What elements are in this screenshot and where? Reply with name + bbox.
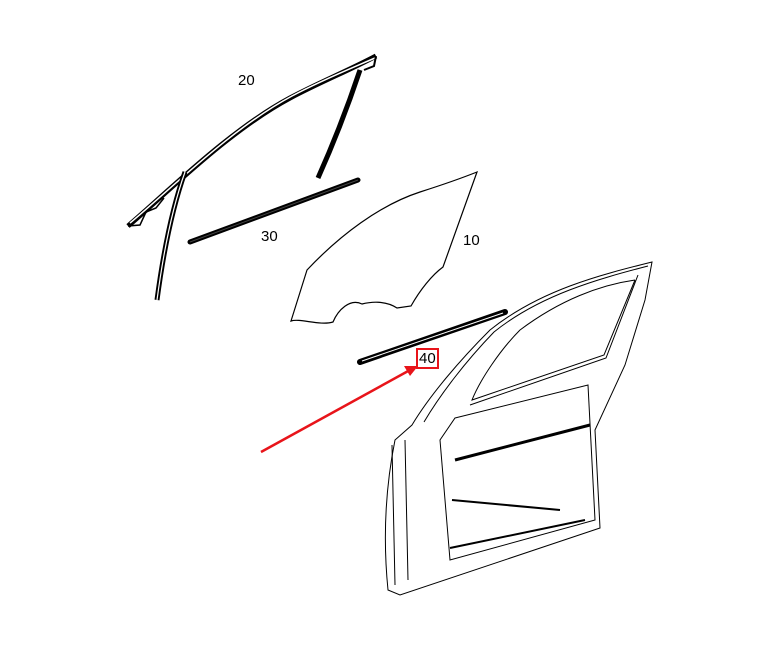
part-40-outer-belt[interactable] [357,309,508,365]
callout-arrow [260,366,418,454]
part-label-30: 30 [261,228,278,245]
part-10-glass[interactable] [290,170,479,324]
part-20-frame-weatherstrip[interactable] [126,53,378,301]
door-panel [384,261,653,596]
part-30-inner-belt[interactable] [187,177,361,245]
part-label-40-highlighted: 40 [416,348,439,369]
part-label-20: 20 [238,72,255,89]
part-label-10: 10 [463,232,480,249]
